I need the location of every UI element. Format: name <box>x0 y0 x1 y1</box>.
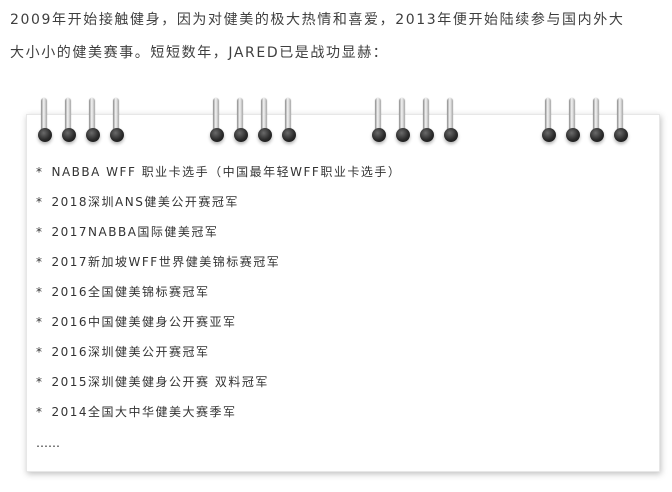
achievement-list: * NABBA WFF 职业卡选手（中国最年轻WFF职业卡选手） * 2018深圳A… <box>36 162 636 432</box>
spiral-binding <box>30 98 650 150</box>
achievement-text: 2016深圳健美公开赛冠军 <box>51 345 210 359</box>
bullet-icon: * <box>36 285 44 299</box>
binder-ring-icon <box>282 98 296 148</box>
list-item: * 2017NABBA国际健美冠军 <box>36 222 636 252</box>
achievement-text: 2018深圳ANS健美公开赛冠军 <box>51 195 239 209</box>
binder-ring-icon <box>444 98 458 148</box>
binder-ring-icon <box>110 98 124 148</box>
list-item: * 2018深圳ANS健美公开赛冠军 <box>36 192 636 222</box>
bullet-icon: * <box>36 345 44 359</box>
bullet-icon: * <box>36 195 44 209</box>
binder-ring-icon <box>210 98 224 148</box>
bullet-icon: * <box>36 315 44 329</box>
bullet-icon: * <box>36 225 44 239</box>
binder-ring-icon <box>566 98 580 148</box>
binder-ring-icon <box>258 98 272 148</box>
achievement-text: 2016中国健美健身公开赛亚军 <box>51 315 237 329</box>
binder-ring-icon <box>38 98 52 148</box>
binder-ring-icon <box>62 98 76 148</box>
binder-ring-icon <box>396 98 410 148</box>
binder-ring-icon <box>372 98 386 148</box>
bullet-icon: * <box>36 375 44 389</box>
achievement-text: 2014全国大中华健美大赛季军 <box>51 405 237 419</box>
achievement-text: 2016全国健美锦标赛冠军 <box>51 285 210 299</box>
list-item: * 2016深圳健美公开赛冠军 <box>36 342 636 372</box>
bullet-icon: * <box>36 255 44 269</box>
intro-line-2: 大小小的健美赛事。短短数年，JARED已是战功显赫： <box>10 45 389 61</box>
binder-ring-icon <box>86 98 100 148</box>
bullet-icon: * <box>36 405 44 419</box>
achievement-text: 2017新加坡WFF世界健美锦标赛冠军 <box>51 255 281 269</box>
achievement-text: 2017NABBA国际健美冠军 <box>51 225 219 239</box>
binder-ring-icon <box>614 98 628 148</box>
ellipsis-more: …… <box>36 436 60 450</box>
list-item: * 2015深圳健美健身公开赛 双料冠军 <box>36 372 636 402</box>
list-item: * 2016全国健美锦标赛冠军 <box>36 282 636 312</box>
binder-ring-icon <box>234 98 248 148</box>
list-item: * 2014全国大中华健美大赛季军 <box>36 402 636 432</box>
achievement-text: NABBA WFF 职业卡选手（中国最年轻WFF职业卡选手） <box>51 165 402 179</box>
list-item: * 2016中国健美健身公开赛亚军 <box>36 312 636 342</box>
list-item: * NABBA WFF 职业卡选手（中国最年轻WFF职业卡选手） <box>36 162 636 192</box>
bullet-icon: * <box>36 165 44 179</box>
binder-ring-icon <box>542 98 556 148</box>
intro-paragraph: 2009年开始接触健身，因为对健美的极大热情和喜爱，2013年便开始陆续参与国内… <box>10 4 666 70</box>
binder-ring-icon <box>420 98 434 148</box>
achievement-text: 2015深圳健美健身公开赛 双料冠军 <box>51 375 269 389</box>
list-item: * 2017新加坡WFF世界健美锦标赛冠军 <box>36 252 636 282</box>
intro-line-1: 2009年开始接触健身，因为对健美的极大热情和喜爱，2013年便开始陆续参与国内… <box>10 12 625 28</box>
binder-ring-icon <box>590 98 604 148</box>
notepad-card <box>26 114 660 472</box>
